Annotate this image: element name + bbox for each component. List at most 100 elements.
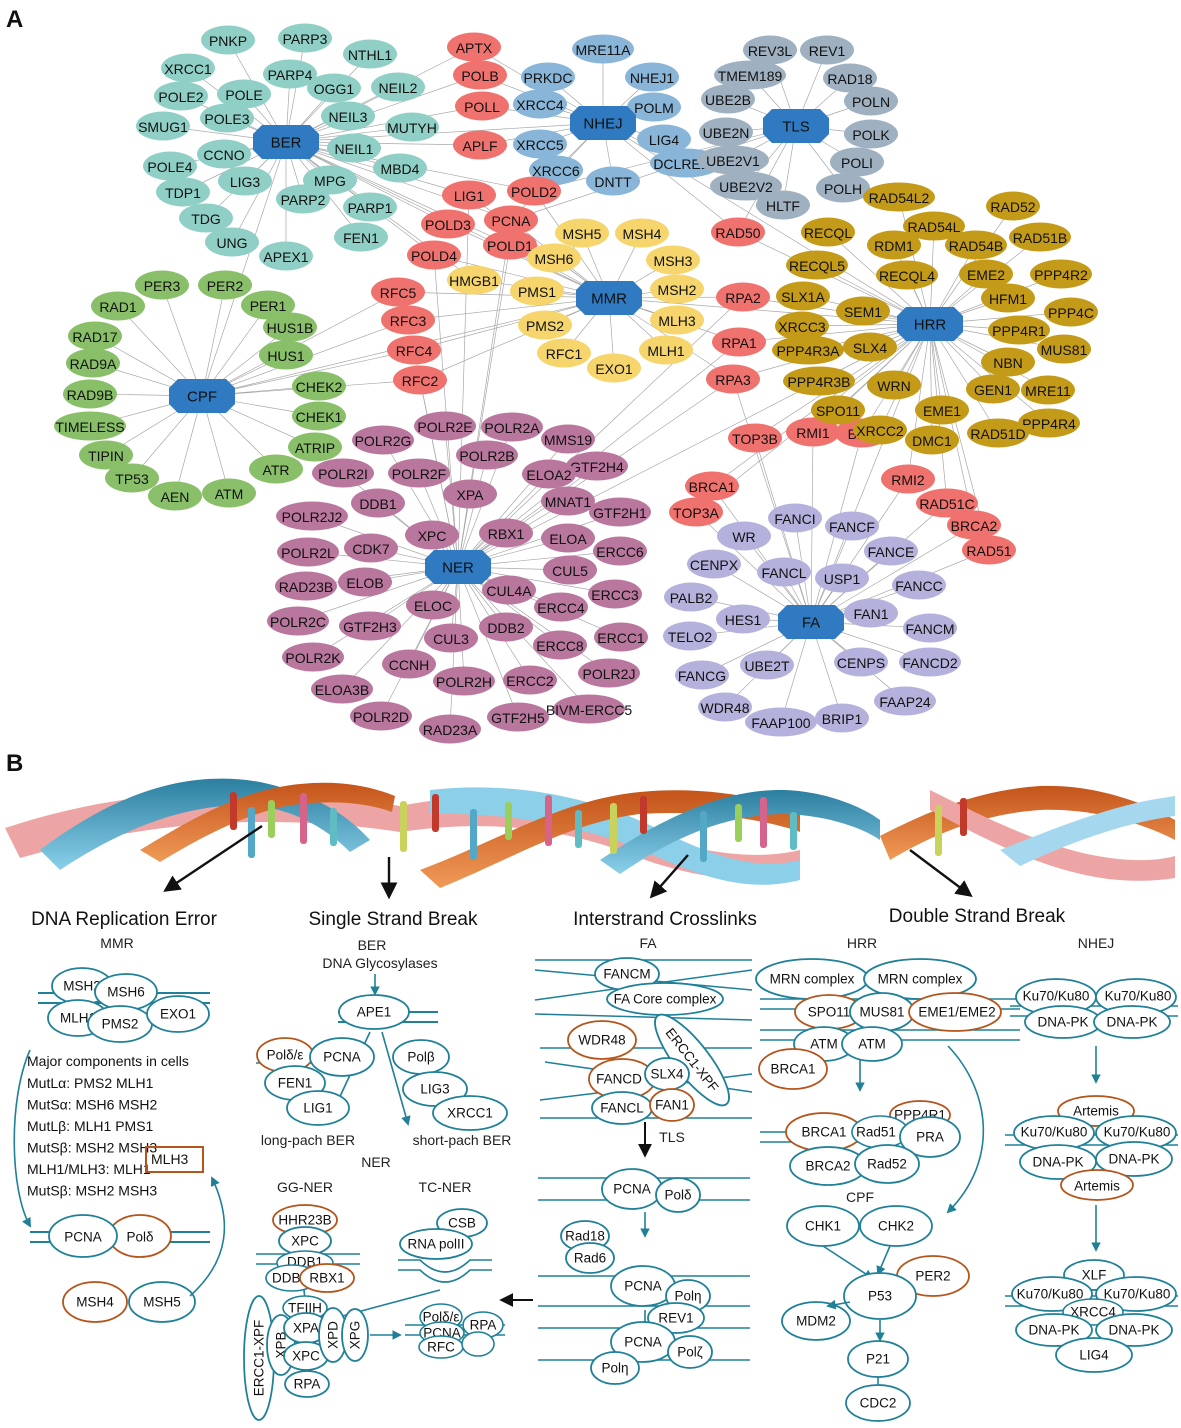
slx4-b-label: SLX4 xyxy=(650,1067,684,1082)
node-rbx1 xyxy=(479,518,533,548)
node-label-rev3l: REV3L xyxy=(748,43,793,59)
hhr23b-label: HHR23B xyxy=(278,1213,331,1228)
wdr48-b-label: WDR48 xyxy=(578,1033,625,1048)
lig4-b-node xyxy=(1055,1337,1133,1373)
ner-pol-de-node xyxy=(419,1303,463,1331)
ner-mechanism: NER GG-NER TC-NER HHR23B XPC DDB1 DDB2 R… xyxy=(243,1154,505,1421)
node-label-pms2: PMS2 xyxy=(526,318,564,334)
node-wrn xyxy=(867,370,921,400)
node-label-fance: FANCE xyxy=(868,544,915,560)
chk1-node xyxy=(786,1205,860,1247)
hrr-brca1-label: BRCA1 xyxy=(770,1062,815,1077)
node-ppp4r1 xyxy=(988,315,1050,345)
mrn-complex-2-label: MRN complex xyxy=(878,972,963,987)
helix-strand-orange-right xyxy=(880,785,1175,860)
node-per3 xyxy=(135,270,189,300)
node-label-polr2f: POLR2F xyxy=(392,466,446,482)
node-label-rad17: RAD17 xyxy=(72,329,117,345)
node-label-lig3: LIG3 xyxy=(230,174,261,190)
edge-hrr-rad54l2 xyxy=(898,196,931,325)
node-rfc3 xyxy=(381,305,435,335)
nhej-label: NHEJ xyxy=(1078,935,1115,951)
node-faap100 xyxy=(745,707,817,737)
nhej-ku1-label: Ku70/Ku80 xyxy=(1023,989,1090,1004)
edge-nhej-rad50 xyxy=(602,122,739,233)
node-label-polr2j2: POLR2J2 xyxy=(282,509,343,525)
chk1-arrow xyxy=(822,1245,874,1280)
mmr-component-4: MutSβ: MSH2 MSH3 xyxy=(27,1140,157,1156)
edge-ner-pold4 xyxy=(433,254,459,568)
arrow-to-double-strand-break xyxy=(909,849,973,898)
node-label-polr2d: POLR2D xyxy=(353,709,409,725)
node-label-xrcc6: XRCC6 xyxy=(532,163,580,179)
base-pair-13 xyxy=(640,796,647,834)
hrr-atm2-label: ATM xyxy=(858,1037,886,1052)
ber-mechanism: BER DNA Glycosylases APE1 Polδ/ε PCNA FE… xyxy=(256,937,511,1148)
node-lig4 xyxy=(637,124,691,154)
node-ogg1 xyxy=(307,73,361,103)
node-label-rdm1: RDM1 xyxy=(874,238,914,254)
node-label-hus1: HUS1 xyxy=(267,348,305,364)
fa-pcna1-label: PCNA xyxy=(613,1182,651,1197)
node-label-rpa2: RPA2 xyxy=(725,290,761,306)
node-label-rad9a: RAD9A xyxy=(70,356,117,372)
mmr-component-5: MLH1/MLH3: MLH1 xyxy=(27,1161,151,1177)
node-label-pole2: POLE2 xyxy=(158,89,203,105)
spo11-b-node xyxy=(794,994,864,1030)
tfiih-node xyxy=(282,1295,328,1321)
mmr-component-3: MutLβ: MLH1 PMS1 xyxy=(27,1118,154,1134)
xpd-label: XPD xyxy=(326,1321,341,1349)
mmr-complex-mlh1-label: MLH1 xyxy=(60,1011,96,1026)
node-smug1 xyxy=(136,111,190,141)
node-label-polb: POLB xyxy=(461,68,498,84)
node-label-tdp1: TDP1 xyxy=(165,185,201,201)
node-aplf xyxy=(453,130,507,160)
node-rad23b xyxy=(275,571,337,601)
nhej-ku2-label: Ku70/Ku80 xyxy=(1105,989,1172,1004)
nhej-dnapk4-label: DNA-PK xyxy=(1108,1152,1159,1167)
node-label-rad51b: RAD51B xyxy=(1013,230,1067,246)
node-label-rad18: RAD18 xyxy=(827,71,872,87)
node-top3b xyxy=(728,423,782,453)
p53-node xyxy=(843,1272,917,1320)
edge-ner-polr2b xyxy=(457,454,488,568)
ber-pcna-label: PCNA xyxy=(323,1050,361,1065)
node-pole4 xyxy=(143,151,197,181)
fa-pold-label: Polδ xyxy=(664,1188,691,1203)
node-label-rpa3: RPA3 xyxy=(715,372,751,388)
node-neil1 xyxy=(327,133,381,163)
node-label-hmgb1: HMGB1 xyxy=(449,273,499,289)
helix-strand-blue-mid xyxy=(430,787,800,885)
nhej-ku5-node xyxy=(1011,1276,1093,1312)
node-spo11 xyxy=(811,395,865,425)
node-msh2 xyxy=(650,274,704,304)
node-slx1a xyxy=(776,281,830,311)
node-pcna xyxy=(484,205,538,235)
hub-cpf xyxy=(169,379,235,413)
ner-pcna-node xyxy=(419,1321,465,1345)
node-label-rad9b: RAD9B xyxy=(67,387,114,403)
fa-label: FA xyxy=(639,935,657,951)
hrr-rad51-label: Rad51 xyxy=(856,1125,896,1140)
node-label-pms1: PMS1 xyxy=(518,284,556,300)
node-label-eloc: ELOC xyxy=(414,598,452,614)
edge-hrr-rad50 xyxy=(737,231,931,325)
ercc1-xpf-fa-label: ERCC1-XPF xyxy=(663,1025,722,1095)
node-ppp4r3a xyxy=(772,335,844,365)
base-pair-15 xyxy=(735,804,742,842)
rev1-b-label: REV1 xyxy=(658,1311,693,1326)
hrr-atm1-label: ATM xyxy=(810,1037,838,1052)
node-ube2n xyxy=(699,117,753,147)
node-label-chek2: CHEK2 xyxy=(296,379,343,395)
node-hus1 xyxy=(259,340,313,370)
node-ercc6 xyxy=(593,536,647,566)
msh4-node xyxy=(62,1281,128,1323)
node-ube2b xyxy=(701,84,755,114)
lig3-node xyxy=(402,1071,468,1107)
node-label-cenps: CENPS xyxy=(837,655,885,671)
node-rad54l xyxy=(903,211,965,241)
node-label-rfc5: RFC5 xyxy=(380,285,417,301)
node-label-chek1: CHEK1 xyxy=(296,409,343,425)
node-ercc2 xyxy=(503,665,557,695)
